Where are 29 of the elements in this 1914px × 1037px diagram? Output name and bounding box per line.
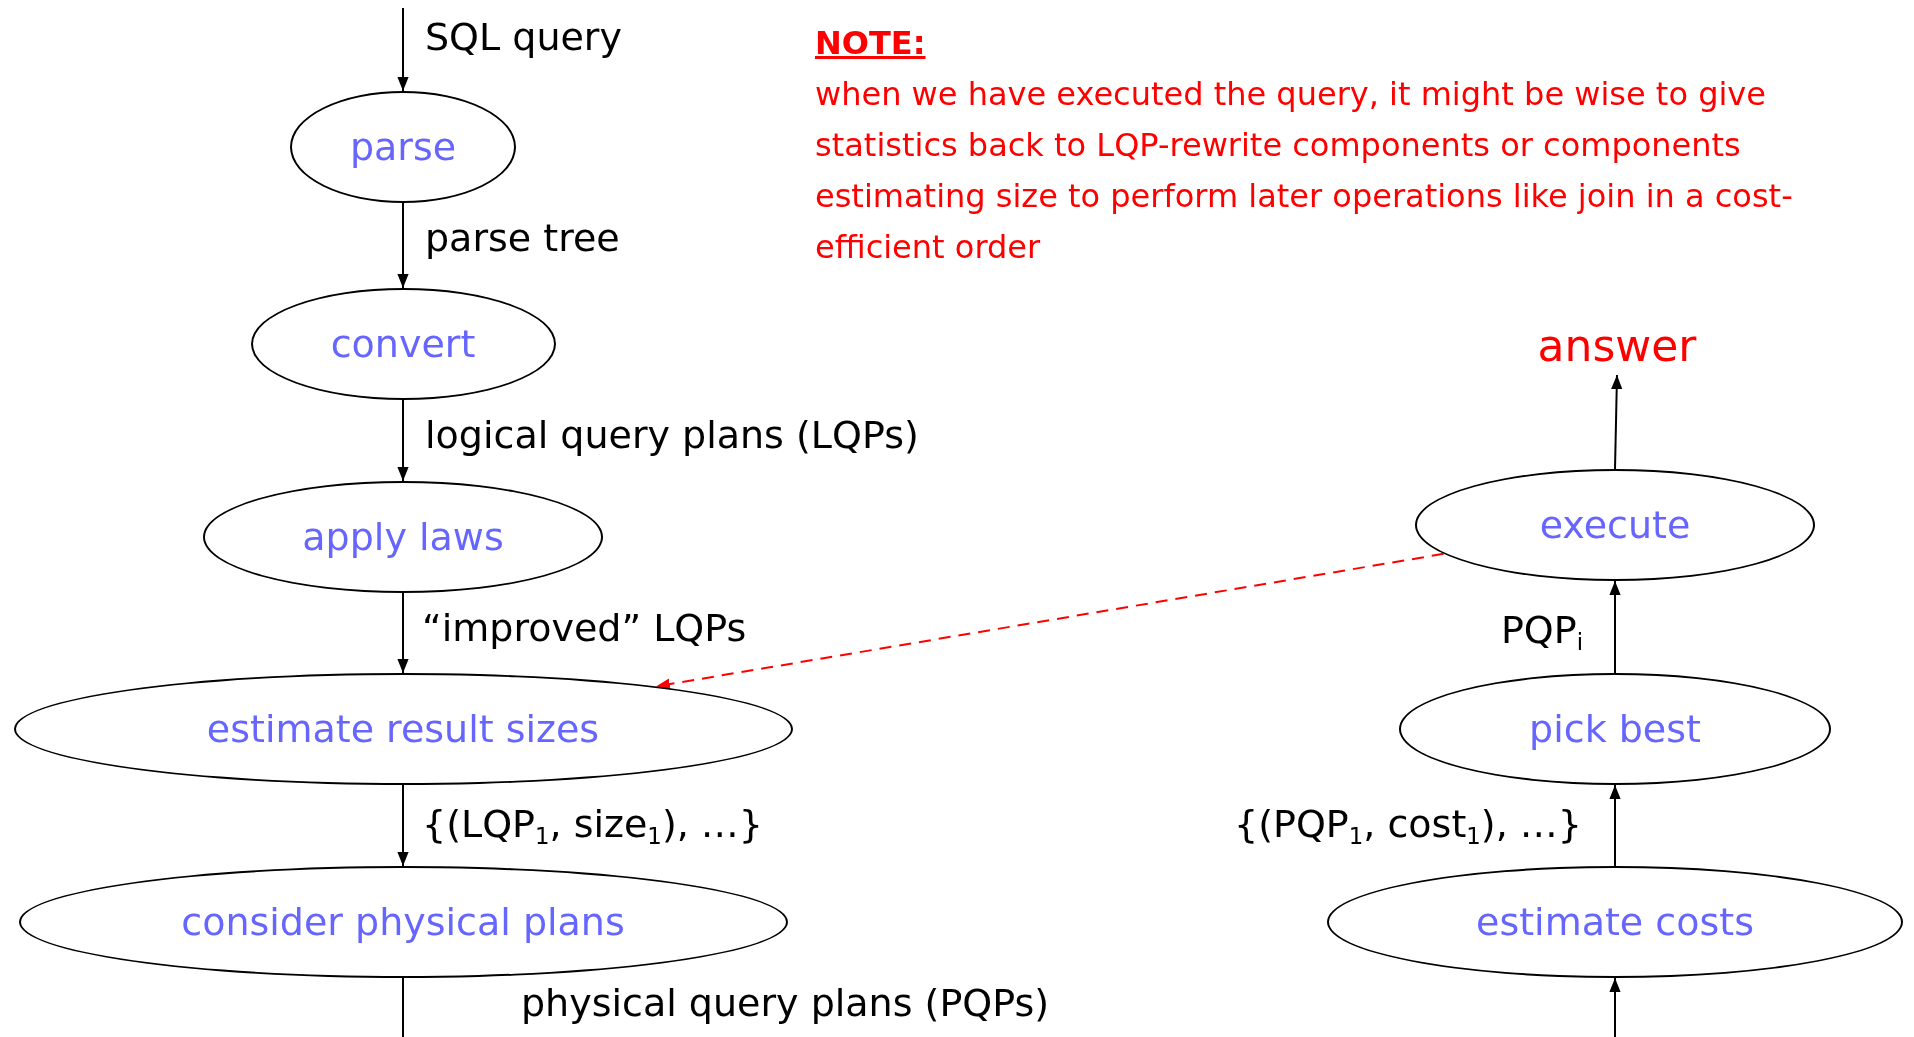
step-name: parse — [349, 125, 457, 169]
edge-label: “improved” LQPs — [422, 606, 747, 650]
step-name: apply laws — [302, 515, 504, 559]
note-heading: NOTE: — [815, 23, 926, 64]
arrow — [655, 552, 1445, 690]
arrow — [1609, 977, 1621, 1037]
edge-label: logical query plans (LQPs) — [425, 413, 919, 457]
step-name: pick best — [1529, 707, 1701, 751]
arrow — [1609, 580, 1621, 674]
arrow — [397, 784, 409, 867]
arrow — [397, 202, 409, 289]
output-label: answer — [1537, 319, 1697, 371]
step-name: consider physical plans — [181, 900, 625, 944]
edge-label: physical query plans (PQPs) — [521, 981, 1050, 1025]
edge-label: {(PQP$_{1}$, cost$_{1}$), …} — [1234, 802, 1582, 846]
step-name: convert — [330, 322, 476, 366]
arrow — [397, 592, 409, 674]
edge-label: parse tree — [425, 216, 620, 260]
arrow — [397, 399, 409, 482]
step-name: estimate costs — [1476, 900, 1754, 944]
arrow — [1609, 784, 1621, 867]
edge-label: {(LQP$_{1}$, size$_{1}$), …} — [422, 802, 764, 846]
step-name: execute — [1539, 503, 1691, 547]
edge-label: PQP$_{i}$ — [1500, 608, 1583, 652]
arrow — [397, 7, 409, 92]
edge-label: SQL query — [425, 15, 622, 59]
step-name: estimate result sizes — [206, 707, 600, 751]
note-text: when we have executed the query, it might be wise to give statistics back to LQP-rewrite components or components estimating size to perform later operations like join in a cost-efficient order — [815, 74, 1794, 268]
arrow — [1611, 374, 1623, 470]
